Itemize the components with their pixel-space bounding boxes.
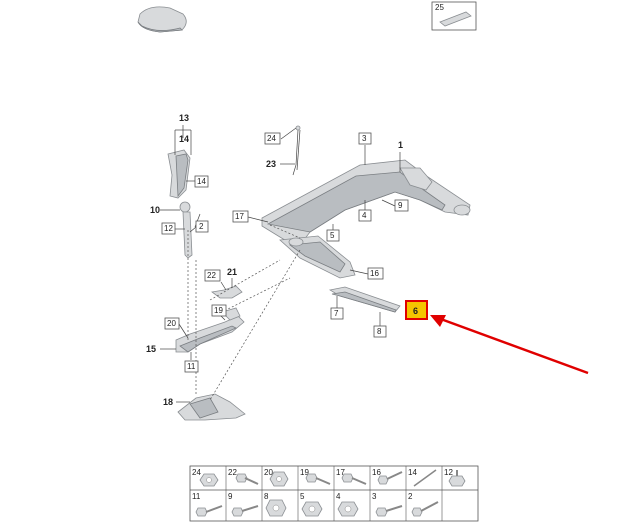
bolt-icon <box>235 473 259 485</box>
fastener-label-8: 8 <box>264 492 269 501</box>
nut-icon <box>269 471 289 487</box>
bolt-icon <box>195 505 223 517</box>
fastener-label-22: 22 <box>228 468 237 477</box>
control-arm-bracket-15 <box>175 307 245 353</box>
fastener-table: 24 22 20 19 17 16 14 12 11 9 8 5 4 3 2 <box>189 465 479 522</box>
callout-24: 24 <box>267 134 276 143</box>
callout-14-heading: 14 <box>179 134 189 144</box>
bolt-icon <box>341 473 367 485</box>
fastener-label-11: 11 <box>192 492 201 501</box>
callout-16: 16 <box>370 269 379 278</box>
callout-2: 2 <box>199 222 204 231</box>
callout-5: 5 <box>330 231 335 240</box>
fastener-label-24: 24 <box>192 468 201 477</box>
fastener-label-5: 5 <box>300 492 305 501</box>
fastener-label-20: 20 <box>264 468 273 477</box>
bracket-13-14 <box>167 149 191 199</box>
nut-icon <box>265 499 287 517</box>
bolt-icon <box>375 505 403 517</box>
callouts: 13 14 14 10 12 2 24 23 3 1 17 4 9 5 16 7… <box>146 113 428 407</box>
fastener-label-9: 9 <box>228 492 233 501</box>
callout-1: 1 <box>398 140 403 150</box>
callout-10: 10 <box>150 205 160 215</box>
callout-15: 15 <box>146 344 156 354</box>
bolt-icon <box>305 473 331 485</box>
shear-plates <box>328 286 401 313</box>
nut-icon <box>301 501 323 517</box>
bolt-icon <box>411 501 439 517</box>
link-rod-23 <box>292 125 301 176</box>
callout-14-box: 14 <box>197 177 206 186</box>
callout-4: 4 <box>362 211 367 220</box>
nut-icon <box>337 501 359 517</box>
fastener-label-16: 16 <box>372 468 381 477</box>
callout-3: 3 <box>362 134 367 143</box>
callout-12: 12 <box>164 224 173 233</box>
fastener-label-14: 14 <box>408 468 417 477</box>
callout-25: 25 <box>435 3 444 12</box>
bracket-21 <box>211 285 243 299</box>
fastener-label-12: 12 <box>444 468 453 477</box>
callout-18: 18 <box>163 397 173 407</box>
callout-11: 11 <box>187 362 196 371</box>
nut-icon <box>448 470 466 487</box>
leader-lines <box>160 125 401 403</box>
fastener-label-17: 17 <box>336 468 345 477</box>
red-pointer-arrow <box>430 315 589 375</box>
fastener-label-2: 2 <box>408 492 413 501</box>
item-25-inset: 25 <box>431 1 477 31</box>
assembly-dash-lines <box>187 224 301 401</box>
callout-20: 20 <box>167 319 176 328</box>
sealant-pad-illustration <box>137 6 187 33</box>
callout-23: 23 <box>266 159 276 169</box>
callout-22: 22 <box>207 271 216 280</box>
callout-21: 21 <box>227 267 237 277</box>
stud-10 <box>179 201 193 259</box>
bolt-icon <box>377 471 403 485</box>
fastener-label-4: 4 <box>336 492 341 501</box>
stud-icon <box>413 469 437 487</box>
fastener-label-3: 3 <box>372 492 377 501</box>
subframe-crossmember <box>261 159 471 279</box>
callout-7: 7 <box>334 309 339 318</box>
mount-18 <box>177 393 246 421</box>
callout-8: 8 <box>377 327 382 336</box>
callout-6: 6 <box>413 306 418 316</box>
callout-6-highlight <box>405 300 428 320</box>
callout-9: 9 <box>398 201 403 210</box>
fastener-label-19: 19 <box>300 468 309 477</box>
callout-17: 17 <box>235 212 244 221</box>
bolt-icon <box>231 505 259 517</box>
callout-13: 13 <box>179 113 189 123</box>
callout-19: 19 <box>214 306 223 315</box>
nut-icon <box>199 473 219 487</box>
